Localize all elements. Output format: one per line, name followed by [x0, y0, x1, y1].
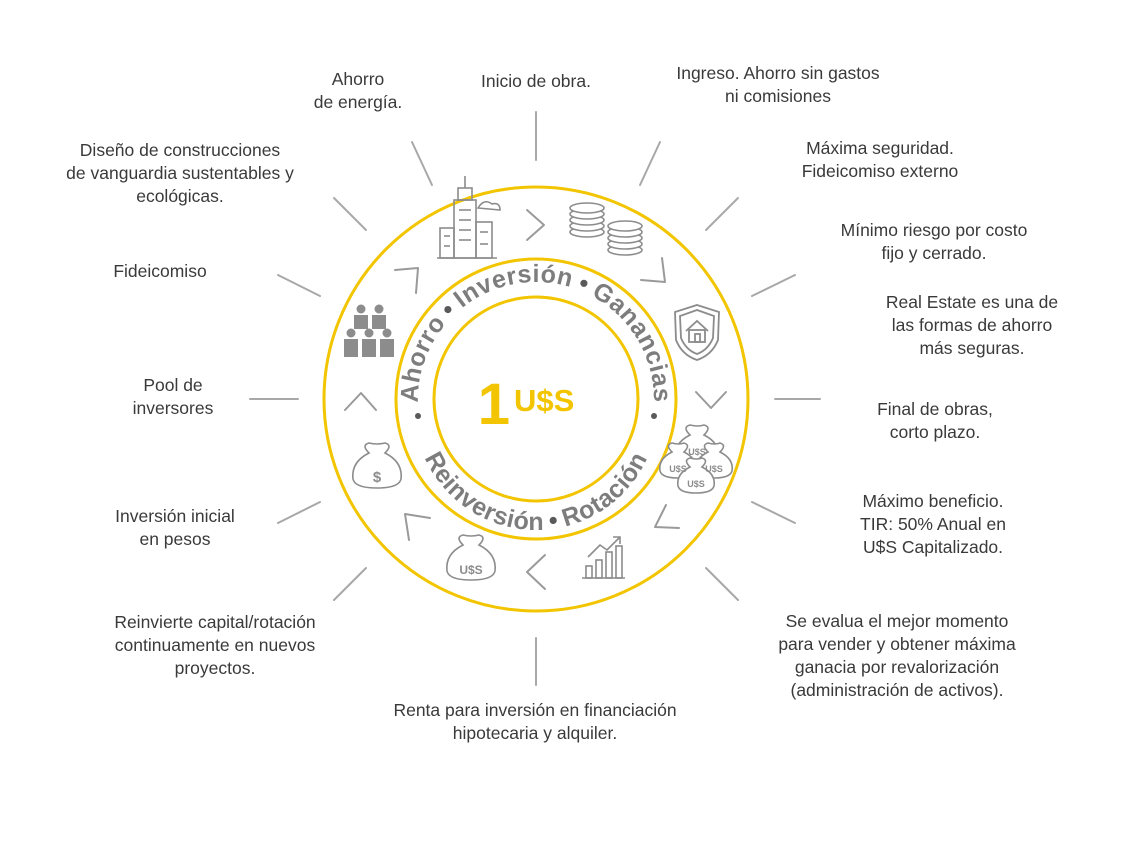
label-inicio-obra: Inicio de obra.: [481, 71, 591, 91]
cycle-arrows: [344, 209, 727, 590]
growth-chart-icon: [582, 536, 625, 579]
label-seguridad: Máxima seguridad. Fideicomiso externo: [801, 138, 959, 181]
radial-lines: [249, 111, 821, 686]
middle-ring: [394, 257, 678, 541]
svg-text:U$S: U$S: [687, 479, 705, 489]
ring-dot-right: [651, 413, 657, 419]
label-riesgo: Mínimo riesgo por costo fijo y cerrado.: [840, 220, 1028, 263]
label-fideicomiso: Fideicomiso: [113, 261, 207, 281]
ring-word-inversion: Inversión: [449, 260, 577, 313]
label-inversion-inicial: Inversión inicial en pesos: [115, 506, 235, 549]
ring-word-reinversion: Reinversión: [419, 447, 544, 536]
inner-ring: [432, 295, 640, 503]
people-group-icon: [344, 304, 394, 357]
label-renta: Renta para inversión en financiación hip…: [393, 700, 677, 743]
buildings-icon: [437, 176, 501, 259]
svg-text:$: $: [373, 469, 382, 486]
money-bags-icon: U$S U$S U$S U$S: [658, 424, 734, 494]
coins-icon: [569, 202, 643, 256]
svg-text:U$S: U$S: [688, 447, 706, 457]
money-bag-icon: U$S: [446, 534, 496, 581]
label-pool: Pool de inversores: [132, 375, 214, 418]
label-ingreso: Ingreso. Ahorro sin gastos ni comisiones: [676, 63, 880, 106]
money-bag-icon: $: [352, 442, 402, 489]
label-real-estate: Real Estate es una de las formas de ahor…: [885, 292, 1059, 358]
svg-text:U$S: U$S: [459, 563, 482, 577]
outer-ring: [322, 185, 750, 613]
label-final-obras: Final de obras, corto plazo.: [877, 399, 993, 442]
label-reinvierte: Reinvierte capital/rotación continuament…: [114, 612, 316, 678]
label-evalua: Se evalua el mejor momento para vender y…: [778, 611, 1016, 700]
svg-text:U$S: U$S: [669, 464, 687, 474]
label-beneficio: Máximo beneficio. TIR: 50% Anual en U$S …: [860, 491, 1006, 557]
shield-house-icon: [674, 304, 720, 361]
label-diseno: Diseño de construcciones de vanguardia s…: [66, 140, 294, 206]
center-number: 1: [478, 372, 510, 437]
center-currency: U$S: [514, 383, 574, 418]
ring-words-top: Ahorro•Inversión•Ganancias: [396, 260, 676, 403]
ring-dot-left: [415, 413, 421, 419]
svg-text:U$S: U$S: [705, 464, 723, 474]
label-ahorro-energia: Ahorro de energía.: [313, 69, 403, 112]
